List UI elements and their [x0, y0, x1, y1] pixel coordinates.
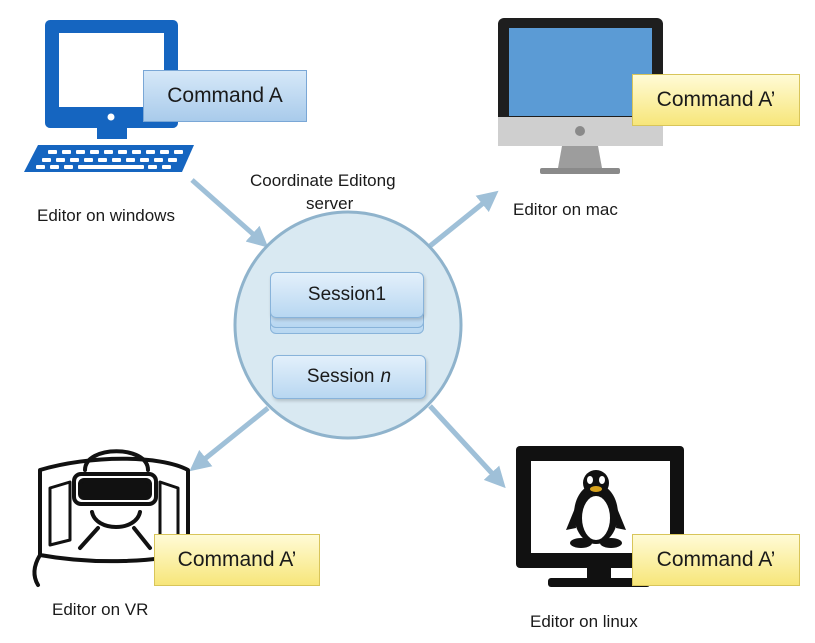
session1-label: Session1: [307, 284, 387, 305]
arrow-server-to-mac: [428, 190, 499, 248]
linux-monitor-icon: [516, 446, 684, 587]
session1-box: Session1: [270, 272, 424, 318]
label-editor-linux: Editor on linux: [530, 612, 638, 631]
label-editor-vr: Editor on VR: [52, 600, 149, 619]
tux-penguin-icon: [566, 470, 626, 548]
command-label-vr: Command A’: [177, 548, 297, 571]
mac-icon: [498, 18, 663, 174]
sessionn-label-prefix: Session: [306, 366, 375, 387]
command-box-mac: Command A’: [632, 74, 800, 126]
arrow-server-to-linux: [428, 404, 506, 489]
sessionn-label-variable: n: [380, 366, 392, 387]
vr-headset-icon: [32, 449, 190, 587]
arrow-server-to-vr: [189, 406, 270, 472]
command-label-linux: Command A’: [656, 548, 776, 571]
server-title-line1: Coordinate Editong: [250, 171, 396, 190]
arrow-windows-to-server: [190, 178, 269, 248]
label-editor-mac: Editor on mac: [513, 200, 618, 219]
command-box-windows: Command A: [143, 70, 307, 122]
command-box-vr: Command A’: [154, 534, 320, 586]
command-label-mac: Command A’: [656, 88, 776, 111]
label-editor-windows: Editor on windows: [37, 206, 175, 225]
server-title-line2: server: [306, 194, 354, 213]
command-label-windows: Command A: [167, 84, 283, 107]
arrows: [189, 178, 506, 489]
command-box-linux: Command A’: [632, 534, 800, 586]
